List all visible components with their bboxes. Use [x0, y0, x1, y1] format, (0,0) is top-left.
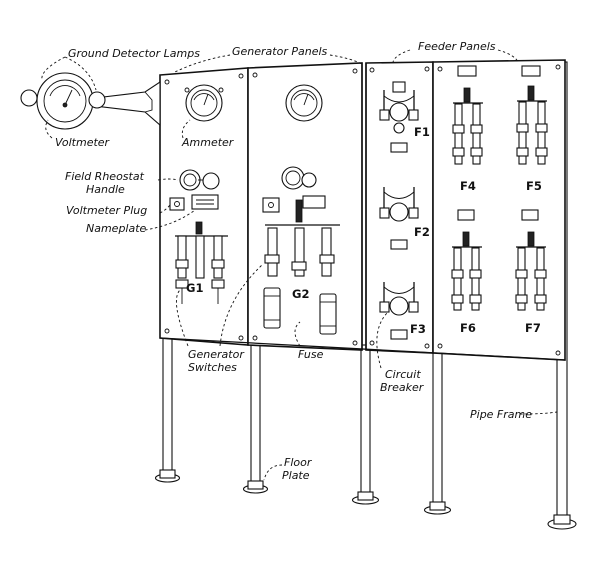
pipe-leg-1	[154, 334, 181, 483]
label-plate: Plate	[282, 469, 310, 482]
designation-f4: F4	[460, 179, 476, 193]
fuses-2	[263, 287, 337, 335]
feeder-switch-f5	[516, 65, 548, 165]
label-generator-panels: Generator Panels	[232, 45, 328, 58]
nameplate-1	[191, 194, 219, 210]
feeder-breaker-f2	[379, 187, 419, 250]
field-rheostat-handle-1	[179, 169, 220, 191]
panel-designations: G1 G2 F1 F2 F3 F4 F5 F6 F7	[186, 125, 542, 336]
designation-f1: F1	[414, 125, 430, 139]
label-ground-detector-lamps: Ground Detector Lamps	[68, 47, 200, 60]
label-circuit: Circuit	[385, 368, 421, 381]
field-rheostat-handle-2	[281, 166, 317, 190]
feeder-switch-f4	[452, 65, 483, 165]
designation-f7: F7	[525, 321, 541, 335]
label-switches: Switches	[188, 361, 237, 374]
pipe-leg-4	[423, 349, 452, 515]
label-pipe-frame: Pipe Frame	[470, 408, 532, 421]
feeder-switch-f6	[451, 209, 482, 311]
ammeter-2	[285, 84, 323, 122]
feeder-switch-f7	[515, 209, 547, 311]
label-voltmeter: Voltmeter	[55, 136, 111, 149]
generator-switch-1	[175, 221, 228, 304]
label-ammeter: Ammeter	[181, 136, 235, 149]
label-voltmeter-plug: Voltmeter Plug	[66, 204, 147, 217]
label-breaker: Breaker	[380, 381, 425, 394]
leader-lines	[41, 49, 558, 481]
pipe-leg-3	[351, 344, 380, 505]
pipe-leg-2	[242, 339, 269, 494]
ammeter-1	[184, 84, 224, 122]
voltmeter-plug-1	[169, 197, 185, 211]
designation-g2: G2	[292, 287, 309, 301]
voltmeter-assembly	[20, 72, 161, 130]
designation-f3: F3	[410, 322, 426, 336]
label-field-rheostat: Field Rheostat	[65, 170, 145, 183]
label-generator: Generator	[188, 348, 245, 361]
label-nameplate: Nameplate	[86, 222, 147, 235]
voltmeter-plug-2	[262, 197, 280, 213]
nameplate-2	[302, 195, 326, 209]
callout-labels: Ground Detector Lamps Generator Panels F…	[55, 40, 532, 482]
designation-f6: F6	[460, 321, 476, 335]
designation-f2: F2	[414, 225, 430, 239]
generator-switch-2	[264, 199, 340, 277]
label-field-rheostat-handle: Handle	[86, 183, 125, 196]
designation-g1: G1	[186, 281, 203, 295]
feeder-breaker-f1	[379, 81, 419, 153]
label-fuse: Fuse	[298, 348, 324, 361]
label-floor: Floor	[284, 456, 313, 469]
label-feeder-panels: Feeder Panels	[418, 40, 496, 53]
feeder-breaker-f3	[379, 282, 419, 340]
designation-f5: F5	[526, 179, 542, 193]
